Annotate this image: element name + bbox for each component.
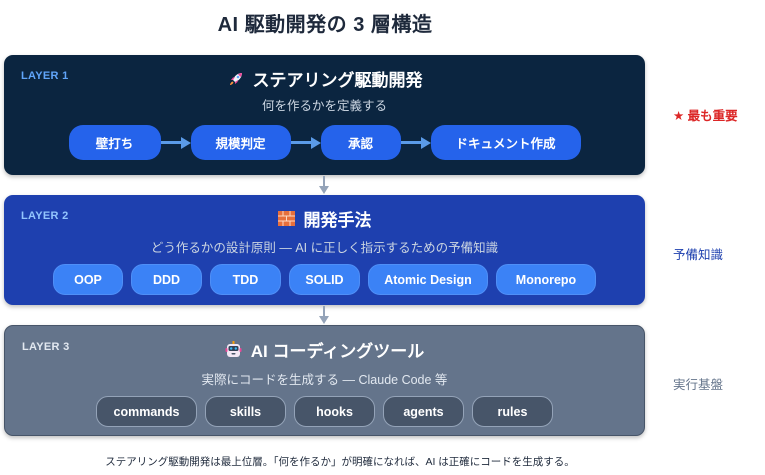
steering-flow: 壁打ち 規模判定 承認 ドキュメント作成: [4, 125, 645, 160]
arrow-right-icon: [160, 136, 191, 149]
brick-icon: [278, 210, 296, 228]
side-label-prerequisite-knowledge: 予備知識: [673, 248, 724, 262]
chip-monorepo[interactable]: Monorepo: [496, 264, 596, 295]
layer-subtitle: 何を作るかを定義する: [261, 99, 387, 113]
layer-heading-text: AI コーディングツール: [250, 342, 425, 361]
robot-icon: [225, 341, 243, 359]
chip-commands[interactable]: commands: [96, 396, 197, 427]
layer-heading-text: 開発手法: [303, 211, 372, 230]
rocket-icon: [227, 70, 245, 88]
diagram-title: AI 駆動開発の 3 層構造: [217, 14, 433, 36]
tool-chips: commands skills hooks agents rules: [5, 396, 644, 427]
side-label-most-important: ★ 最も重要: [673, 109, 738, 123]
layer-heading-text: ステアリング駆動開発: [252, 71, 423, 90]
layer-tag: LAYER 1: [21, 70, 69, 82]
layer-heading: AI コーディングツール: [5, 337, 644, 362]
connector-arrow-down-icon: [319, 306, 329, 324]
layer-3-ai-tools: LAYER 3 AI コーディングツール 実際にコードを生成する — Claud…: [4, 325, 645, 436]
connector-arrow-down-icon: [319, 176, 329, 194]
layer-heading: 開発手法: [4, 206, 645, 231]
flow-step-scale-judgement[interactable]: 規模判定: [190, 125, 291, 160]
layer-tag: LAYER 3: [22, 341, 70, 353]
flow-step-kabeuchi[interactable]: 壁打ち: [68, 125, 161, 160]
footer-caption: ステアリング駆動開発は最上位層。「何を作るか」が明確になれば、AI は正確にコー…: [105, 456, 575, 468]
chip-hooks[interactable]: hooks: [294, 396, 375, 427]
arrow-right-icon: [290, 136, 321, 149]
chip-skills[interactable]: skills: [205, 396, 286, 427]
chip-oop[interactable]: OOP: [53, 264, 123, 295]
chip-atomic-design[interactable]: Atomic Design: [368, 264, 488, 295]
layer-2-methods: LAYER 2 開発手法 どう作るかの設計原則 — AI に正しく指示するための…: [4, 195, 645, 305]
chip-solid[interactable]: SOLID: [289, 264, 360, 295]
flow-step-documentation[interactable]: ドキュメント作成: [430, 125, 581, 160]
layer-tag: LAYER 2: [21, 210, 69, 222]
chip-rules[interactable]: rules: [472, 396, 553, 427]
layer-subtitle: どう作るかの設計原則 — AI に正しく指示するための予備知識: [150, 241, 499, 255]
layer-heading: ステアリング駆動開発: [4, 66, 645, 91]
chip-ddd[interactable]: DDD: [131, 264, 202, 295]
layer-subtitle: 実際にコードを生成する — Claude Code 等: [201, 373, 448, 387]
side-label-execution-base: 実行基盤: [673, 378, 724, 392]
arrow-right-icon: [400, 136, 431, 149]
chip-agents[interactable]: agents: [383, 396, 464, 427]
layer-1-steering: LAYER 1 ステアリング駆動開発 何を作るかを定義する 壁打ち 規模判定 承…: [4, 55, 645, 175]
flow-step-approval[interactable]: 承認: [320, 125, 401, 160]
method-chips: OOP DDD TDD SOLID Atomic Design Monorepo: [4, 264, 645, 295]
chip-tdd[interactable]: TDD: [210, 264, 281, 295]
